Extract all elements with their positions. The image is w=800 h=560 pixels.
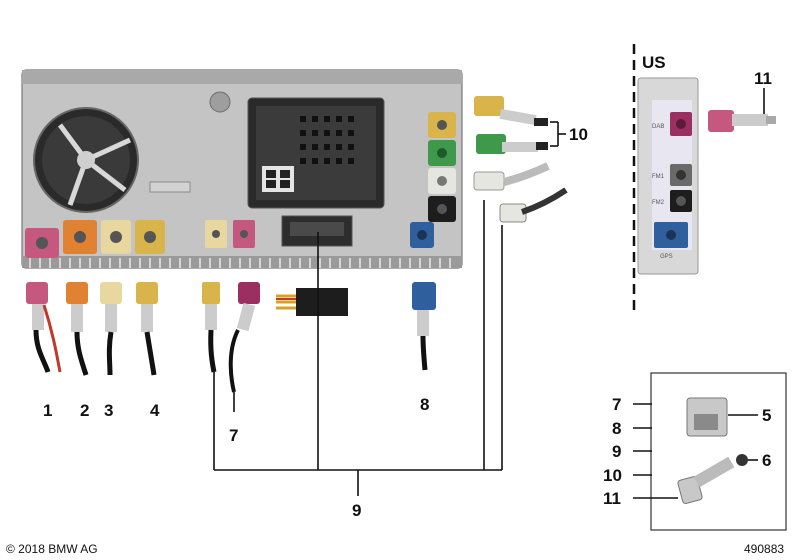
copyright: © 2018 BMW AG [6,542,98,556]
cable-3 [100,282,122,376]
key-callout-11: 11 [603,489,621,508]
parts-key-box [650,372,787,531]
key-callout-5: 5 [762,406,771,425]
key-callout-10: 10 [603,466,622,485]
cable-8 [412,282,436,371]
callout-7: 7 [229,426,238,445]
cable-4 [136,282,158,376]
connector-11 [708,110,776,132]
port-label-fm2: FM2 [652,200,665,206]
head-unit [21,69,463,269]
port-label-gps: GPS [660,254,673,260]
callout-1: 1 [43,401,52,420]
port-label-fm1: FM1 [652,174,665,180]
key-callout-6: 6 [762,451,771,470]
key-callout-8: 8 [612,419,621,438]
port-column-right [428,112,456,222]
cable-9-cream [202,282,220,373]
cable-2 [66,282,89,376]
cable-1 [26,282,62,373]
drawing-number: 490883 [744,542,784,556]
port-row-bottom [25,220,434,258]
region-label-us: US [642,53,666,72]
cooling-fins [22,256,462,268]
fan [33,107,139,213]
cable-7 [228,282,260,393]
connector-10-group [473,96,568,223]
main-connector [247,97,385,209]
key-callout-7: 7 [612,395,621,414]
cable-harness-plug [276,288,348,316]
callout-9: 9 [352,501,361,520]
callout-10: 10 [569,125,588,144]
callout-2: 2 [80,401,89,420]
leader-lines [213,88,765,499]
callout-3: 3 [104,401,113,420]
callout-11: 11 [754,69,772,88]
us-head-unit: DAB FM1 FM2 GPS [632,44,699,310]
key-callout-9: 9 [612,442,621,461]
port-label-dab: DAB [652,124,664,130]
callout-8: 8 [420,395,429,414]
callout-4: 4 [150,401,160,420]
